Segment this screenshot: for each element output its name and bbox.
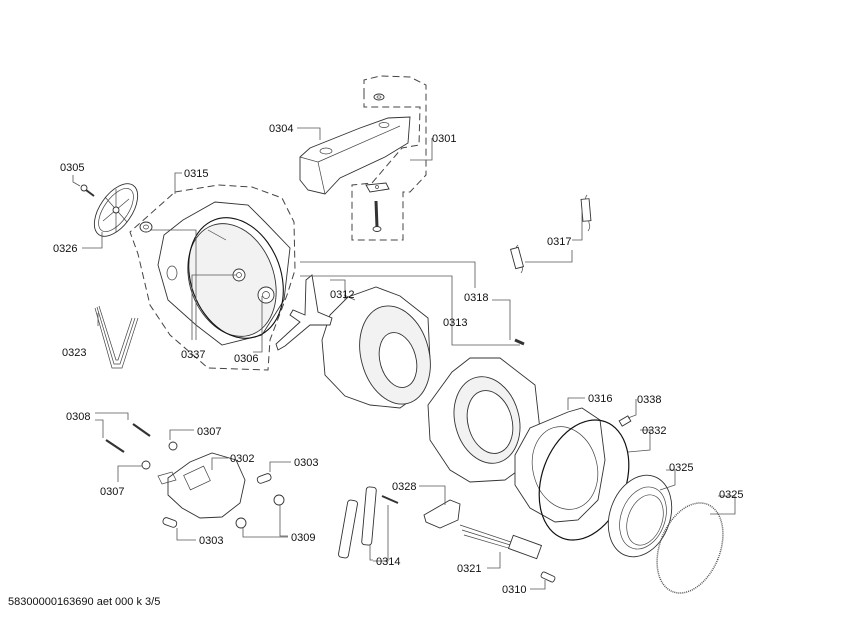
callout-0307-lower[interactable]: 0307 xyxy=(100,486,124,498)
part-0301-kit-group xyxy=(351,75,427,241)
callout-0302[interactable]: 0302 xyxy=(230,453,254,465)
callout-0332[interactable]: 0337 xyxy=(181,349,205,361)
callout-0318[interactable]: 0318 xyxy=(464,292,488,304)
part-0325-clamping-ring xyxy=(656,502,724,594)
callout-0315[interactable]: 0315 xyxy=(184,168,208,180)
callout-0321[interactable]: 0321 xyxy=(457,563,481,575)
document-code: 58300000163690 aet 000 k 3/5 xyxy=(8,596,161,608)
part-0321-heating-element xyxy=(459,524,543,560)
part-0302-motor xyxy=(157,452,246,519)
callout-0337[interactable]: 0332 xyxy=(642,425,666,437)
callout-0307-upper[interactable]: 0307 xyxy=(197,426,221,438)
callout-0317[interactable]: 0317 xyxy=(547,236,571,248)
callout-0316[interactable]: 0325 xyxy=(669,462,693,474)
callout-0328[interactable]: 0328 xyxy=(392,481,416,493)
part-0315-tub-rear-group xyxy=(129,184,296,371)
callout-0301[interactable]: 0301 xyxy=(432,133,456,145)
part-0304-counterweight xyxy=(299,116,411,195)
callout-0323[interactable]: 0323 xyxy=(62,347,86,359)
callout-0306[interactable]: 0306 xyxy=(234,353,258,365)
callout-0326[interactable]: 0326 xyxy=(53,243,77,255)
part-0323-belt xyxy=(94,305,139,369)
part-0313-shock-absorbers xyxy=(338,486,399,559)
part-0305-screw xyxy=(80,184,95,197)
callout-0303-upper[interactable]: 0303 xyxy=(294,457,318,469)
part-0316-door-seal xyxy=(607,474,673,558)
callout-0312[interactable]: 0313 xyxy=(443,317,467,329)
part-0314-front-counterweight xyxy=(514,407,606,523)
callout-0313[interactable]: 0314 xyxy=(376,556,400,568)
part-0303-suppressors xyxy=(162,473,272,528)
callout-0308[interactable]: 0308 xyxy=(66,411,90,423)
part-0328-bracket xyxy=(423,499,461,529)
part-0326-pulley xyxy=(93,183,139,237)
part-0310-ntc-sensor xyxy=(540,571,556,583)
callout-0314[interactable]: 0316 xyxy=(588,393,612,405)
part-spider-arm xyxy=(275,274,333,351)
callout-0305[interactable]: 0305 xyxy=(60,162,84,174)
leader-lines xyxy=(72,127,736,590)
part-0311-drum xyxy=(321,286,431,409)
part-0312-tub-front xyxy=(427,357,541,483)
part-0308-screws xyxy=(105,423,151,453)
callout-0309[interactable]: 0309 xyxy=(291,532,315,544)
part-0307-bushes xyxy=(141,441,178,470)
part-0317-springs xyxy=(509,194,592,274)
callout-0310[interactable]: 0310 xyxy=(502,584,526,596)
callout-0325[interactable]: 0325 xyxy=(719,489,743,501)
callout-0304[interactable]: 0304 xyxy=(269,123,293,135)
callout-0303-lower[interactable]: 0303 xyxy=(199,535,223,547)
callout-labels: 0304 0301 0305 0315 0326 0317 0318 0312 … xyxy=(53,123,743,596)
part-0338-clip xyxy=(618,415,632,427)
part-0318-screw xyxy=(514,338,525,346)
part-0309-bushes xyxy=(235,494,285,529)
callout-0311[interactable]: 0312 xyxy=(330,289,354,301)
callout-0338[interactable]: 0338 xyxy=(637,394,661,406)
